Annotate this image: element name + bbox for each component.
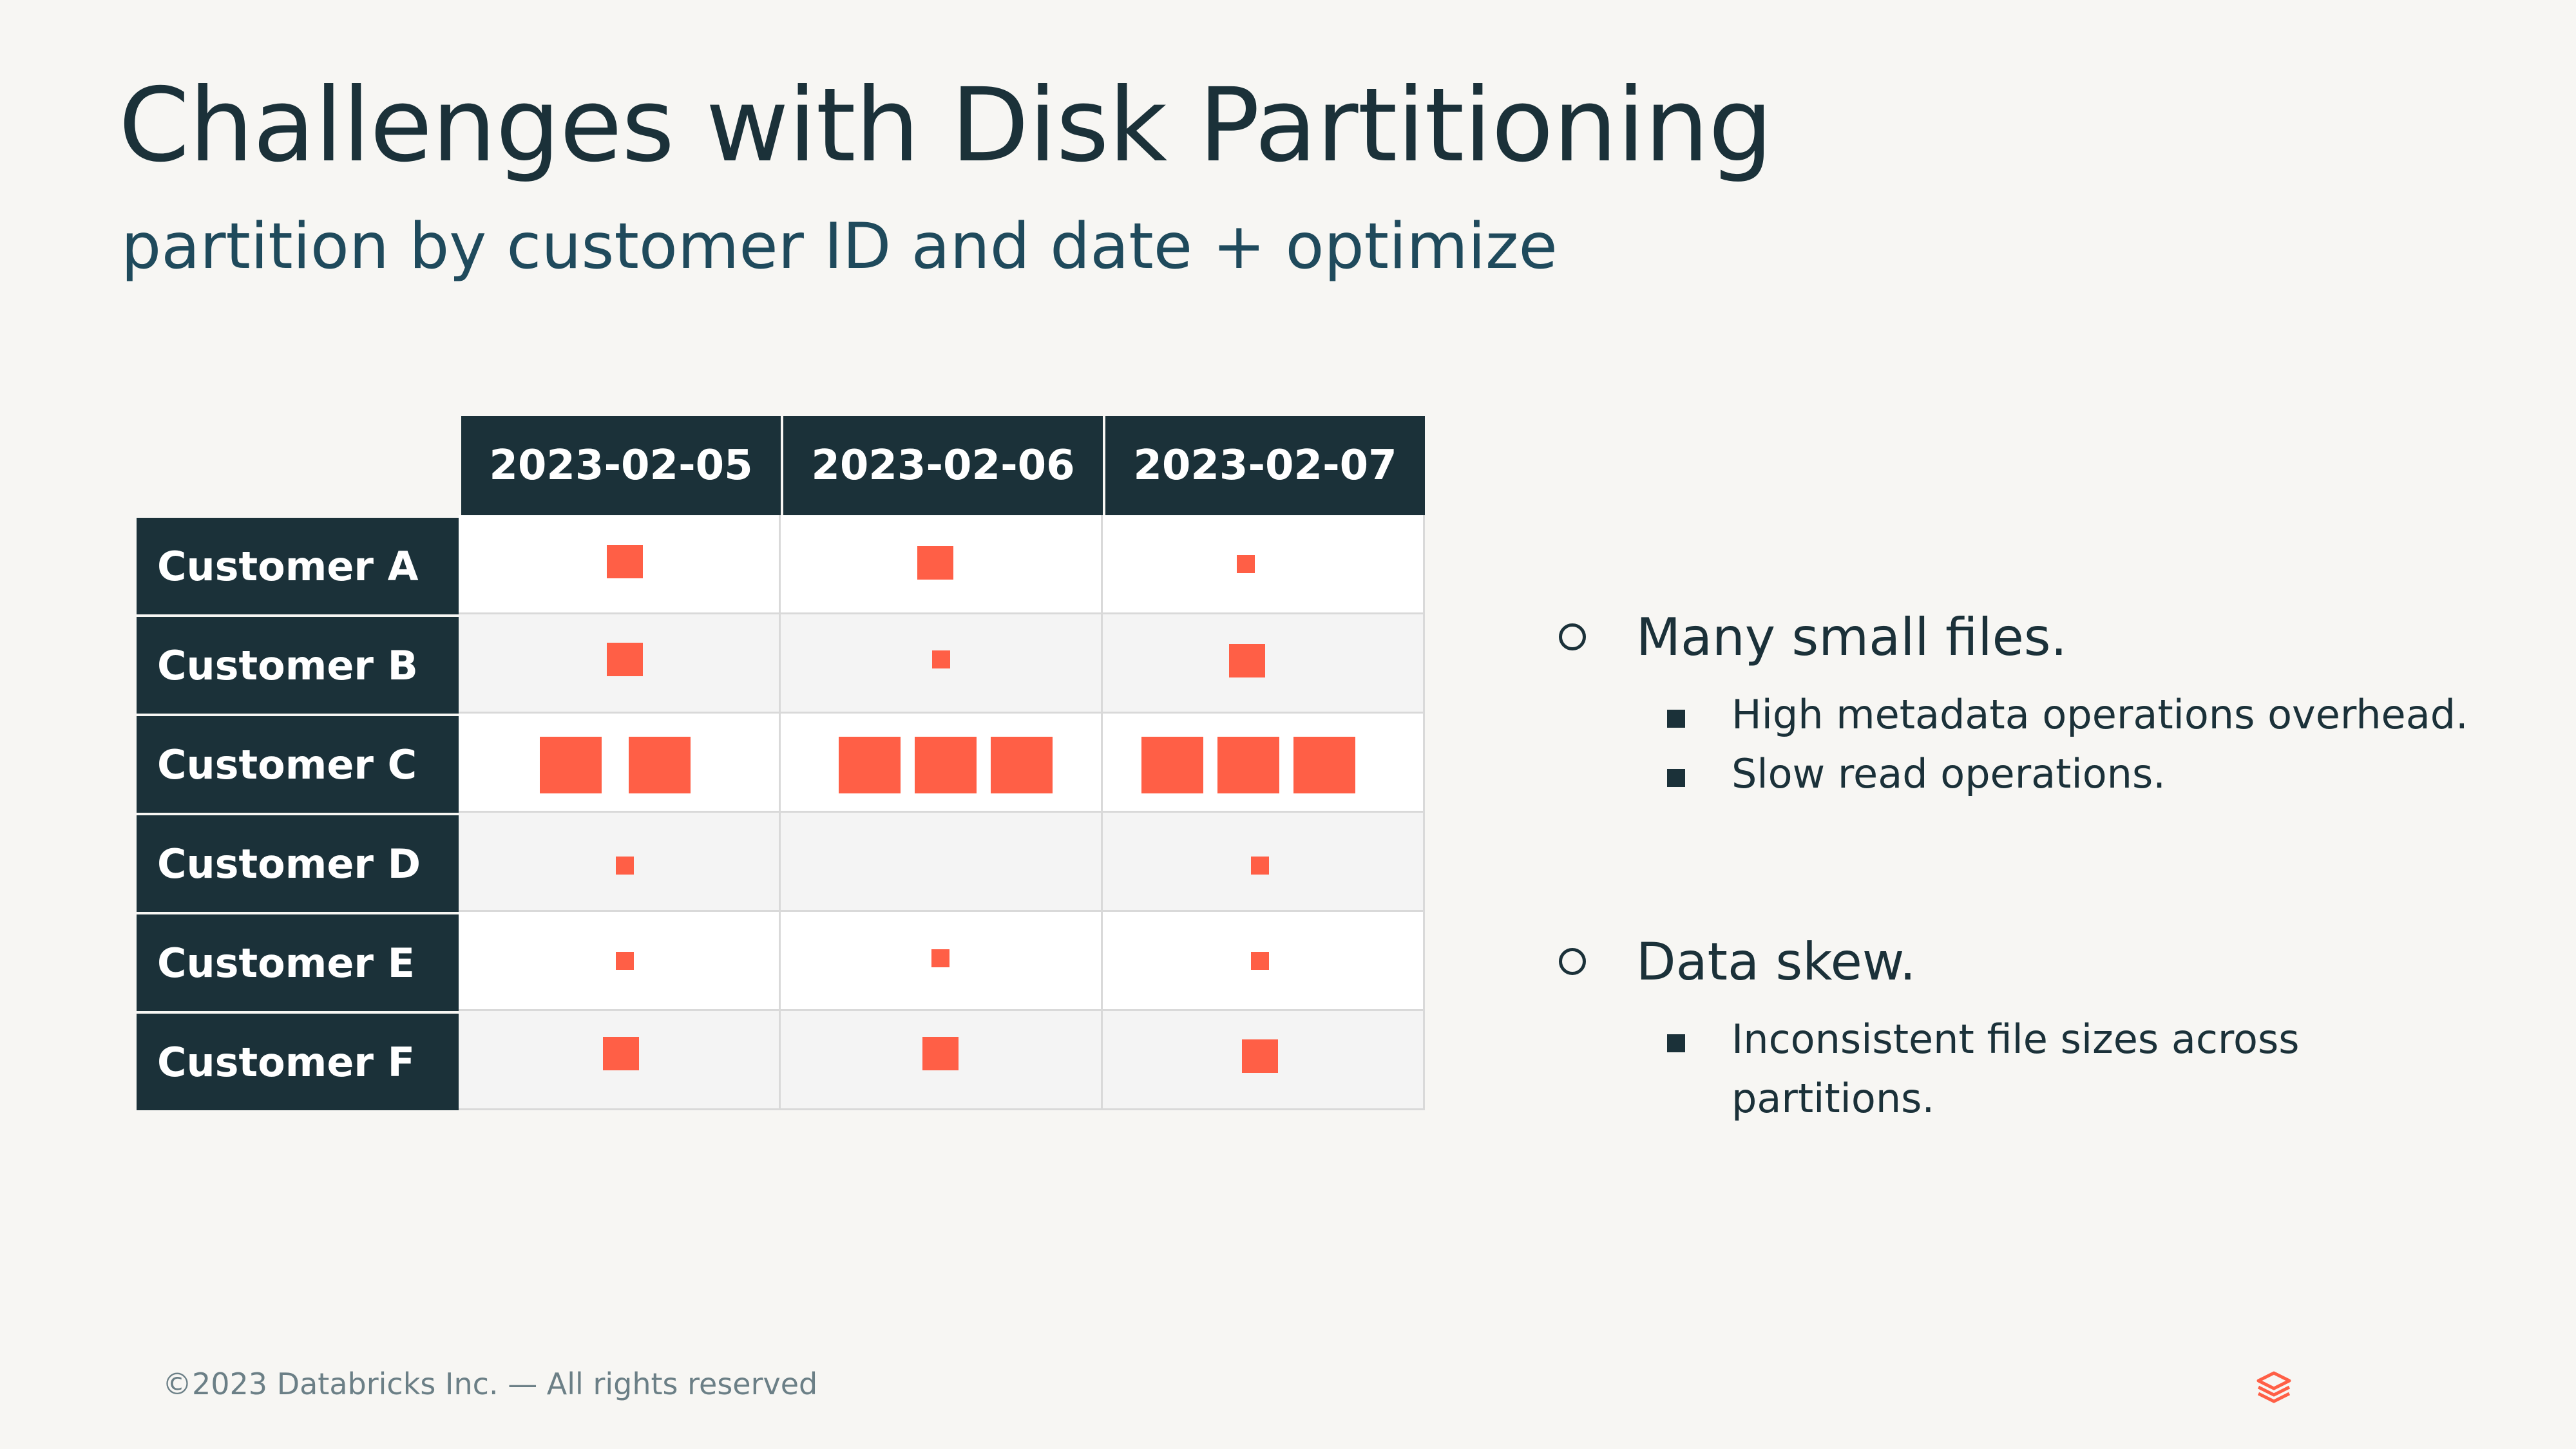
square-bullet-icon xyxy=(1667,769,1685,787)
file-block xyxy=(1293,737,1355,793)
file-block xyxy=(603,1037,639,1070)
file-block xyxy=(932,650,950,668)
file-block xyxy=(1242,1039,1278,1073)
row-header-customer: Customer D xyxy=(137,813,459,912)
file-block xyxy=(922,1037,959,1070)
file-block xyxy=(629,737,691,793)
row-header-customer: Customer B xyxy=(137,614,459,714)
file-block xyxy=(616,857,634,875)
partition-cell xyxy=(1103,813,1425,912)
partition-cell xyxy=(459,515,781,614)
file-block xyxy=(915,737,977,793)
partition-cell xyxy=(459,912,781,1011)
partition-cell xyxy=(781,515,1103,614)
copyright-footer: ©2023 Databricks Inc. — All rights reser… xyxy=(162,1367,818,1401)
square-bullet-icon xyxy=(1667,710,1685,728)
partition-cell xyxy=(781,714,1103,813)
partition-cell xyxy=(1103,515,1425,614)
partition-cell xyxy=(459,1011,781,1110)
partition-cell xyxy=(1103,1011,1425,1110)
partition-cell xyxy=(1103,614,1425,714)
partition-cell xyxy=(459,614,781,714)
file-block xyxy=(839,737,901,793)
file-block xyxy=(1229,644,1265,677)
file-block xyxy=(1251,857,1269,875)
page-title: Challenges with Disk Partitioning xyxy=(119,66,1773,185)
row-header-customer: Customer A xyxy=(137,515,459,614)
databricks-logo-icon xyxy=(2256,1371,2291,1403)
column-header-date: 2023-02-07 xyxy=(1103,416,1425,515)
partition-cell xyxy=(459,813,781,912)
file-block xyxy=(1251,952,1269,970)
partition-cell xyxy=(781,614,1103,714)
row-header-customer: Customer E xyxy=(137,912,459,1011)
partition-cell xyxy=(1103,912,1425,1011)
file-block xyxy=(1141,737,1203,793)
file-block xyxy=(917,546,953,580)
partition-cell xyxy=(781,813,1103,912)
file-block xyxy=(540,737,602,793)
file-block xyxy=(607,545,643,578)
row-header-customer: Customer F xyxy=(137,1011,459,1110)
partition-cell xyxy=(459,714,781,813)
file-block xyxy=(1237,555,1255,573)
column-header-date: 2023-02-05 xyxy=(459,416,781,515)
file-block xyxy=(931,949,949,967)
file-block xyxy=(616,952,634,970)
partition-table: 2023-02-05 2023-02-06 2023-02-07 Custome… xyxy=(137,416,1425,1110)
table-corner xyxy=(137,416,459,515)
circle-bullet-icon xyxy=(1559,948,1586,975)
file-block xyxy=(991,737,1053,793)
page-subtitle: partition by customer ID and date + opti… xyxy=(121,210,1558,283)
file-block xyxy=(607,643,643,676)
partition-cell xyxy=(781,912,1103,1011)
row-header-customer: Customer C xyxy=(137,714,459,813)
square-bullet-icon xyxy=(1667,1034,1685,1052)
file-block xyxy=(1217,737,1279,793)
circle-bullet-icon xyxy=(1559,623,1586,650)
column-header-date: 2023-02-06 xyxy=(781,416,1103,515)
partition-cell xyxy=(781,1011,1103,1110)
partition-cell xyxy=(1103,714,1425,813)
